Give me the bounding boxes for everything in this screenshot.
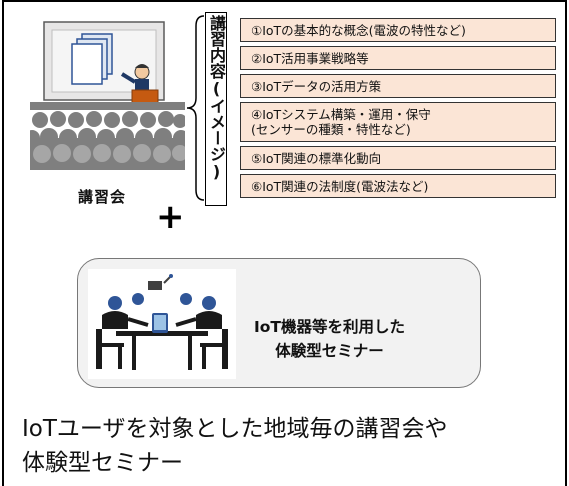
lecture-item: ①IoTの基本的な概念(電波の特性など) [240, 18, 556, 42]
lecture-item: ⑤IoT関連の標準化動向 [240, 146, 556, 170]
content-heading: 講習内容(イメージ) [207, 15, 226, 181]
lecture-item-subtext: (センサーの種類・特性など) [251, 122, 411, 137]
curly-brace [184, 14, 208, 202]
seminar-illustration [88, 269, 236, 379]
lecture-item-text: ④IoTシステム構築・運用・保守 [251, 107, 431, 122]
lecture-label: 講習会 [78, 188, 127, 206]
lecture-item: ⑥IoT関連の法制度(電波法など) [240, 174, 556, 198]
seminar-title-line1: IoT機器等を利用した [254, 318, 405, 336]
lecture-item-text: ②IoT活用事業戦略等 [251, 50, 369, 66]
seminar-box: IoT機器等を利用した 体験型セミナー [77, 258, 481, 388]
lecture-item-text: ③IoTデータの活用方策 [251, 78, 382, 94]
lecture-item-text: ①IoTの基本的な概念(電波の特性など) [251, 22, 466, 38]
content-heading-box: 講習内容(イメージ) [205, 12, 227, 206]
lecture-item-text: ⑥IoT関連の法制度(電波法など) [251, 178, 429, 194]
caption-line1: IoTユーザを対象とした地域毎の講習会や [22, 416, 448, 442]
lecture-item-text: ⑤IoT関連の標準化動向 [251, 150, 382, 166]
seminar-title: IoT機器等を利用した 体験型セミナー [254, 315, 405, 363]
lecture-illustration [24, 20, 189, 170]
caption-line2: 体験型セミナー [22, 450, 183, 476]
lecture-item: ②IoT活用事業戦略等 [240, 46, 556, 70]
lecture-item: ④IoTシステム構築・運用・保守 (センサーの種類・特性など) [240, 102, 556, 142]
seminar-title-line2: 体験型セミナー [275, 342, 384, 360]
lecture-item: ③IoTデータの活用方策 [240, 74, 556, 98]
plus-symbol: + [156, 197, 185, 237]
caption: IoTユーザを対象とした地域毎の講習会や 体験型セミナー [22, 412, 562, 480]
